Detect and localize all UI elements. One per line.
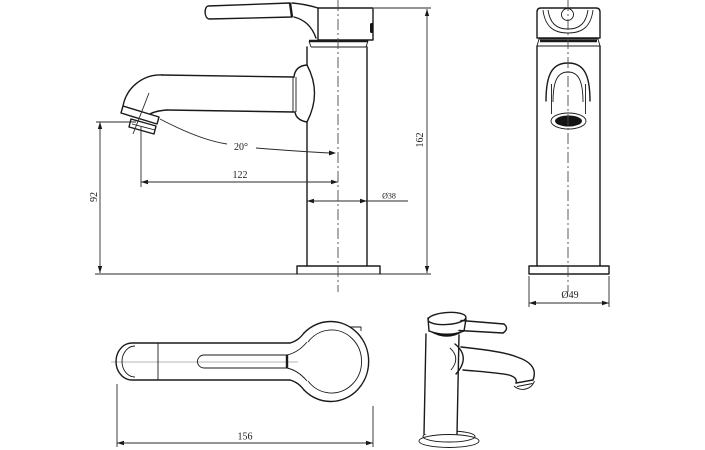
side-view-collar — [308, 39, 369, 48]
front-view-body — [536, 45, 601, 267]
dimension-label-overall-height: 162 — [415, 133, 426, 148]
side-view-base — [95, 265, 431, 275]
side-view-spout — [122, 64, 308, 123]
dimension-spout-height: 92 — [89, 121, 136, 273]
front-view — [528, 7, 610, 275]
dimension-label-overall-length: 156 — [238, 432, 253, 443]
dimension-spout-angle: 20° — [159, 118, 336, 156]
side-view-aerator — [120, 92, 160, 135]
front-view-collar — [536, 38, 601, 47]
dimension-label-spout-height: 92 — [89, 192, 100, 202]
side-view-cap — [317, 7, 374, 41]
aerator-face — [555, 115, 582, 127]
cap-screw-detail — [370, 23, 374, 33]
spout-joint-bulge — [306, 64, 316, 123]
perspective-body — [423, 333, 460, 435]
top-view-handle-slot — [197, 341, 308, 382]
dimension-overall-length: 156 — [116, 384, 374, 447]
dimension-base-diameter: Ø49 — [528, 276, 610, 307]
dimension-label-base-diameter: Ø49 — [561, 290, 578, 301]
perspective-view — [418, 311, 535, 448]
perspective-handle — [458, 319, 508, 334]
dimension-overall-height: 162 — [374, 7, 431, 273]
top-view-body-circle — [303, 320, 370, 403]
circle-step-detail — [349, 326, 362, 331]
dimension-label-spout-reach: 122 — [233, 170, 248, 181]
side-view-body — [306, 46, 368, 267]
top-view — [111, 320, 370, 403]
aerator-ring — [550, 112, 587, 130]
dimension-body-diameter: Ø38 — [307, 192, 408, 204]
dimension-label-spout-angle: 20° — [234, 142, 248, 153]
top-view-handle — [115, 332, 305, 391]
side-view-handle — [204, 2, 319, 39]
front-view-base — [528, 265, 610, 275]
handle-pin-circle — [561, 8, 574, 21]
perspective-cap — [427, 311, 467, 337]
handle-joint-line — [288, 2, 294, 18]
perspective-spout — [449, 343, 535, 390]
perspective-collar — [429, 331, 464, 337]
aerator-axis-line — [132, 92, 150, 135]
perspective-body-fill — [424, 334, 459, 434]
dimension-spout-reach: 122 — [140, 127, 338, 187]
front-view-cap — [536, 7, 601, 39]
dimension-label-body-diameter: Ø38 — [382, 192, 396, 201]
side-view — [95, 2, 431, 275]
